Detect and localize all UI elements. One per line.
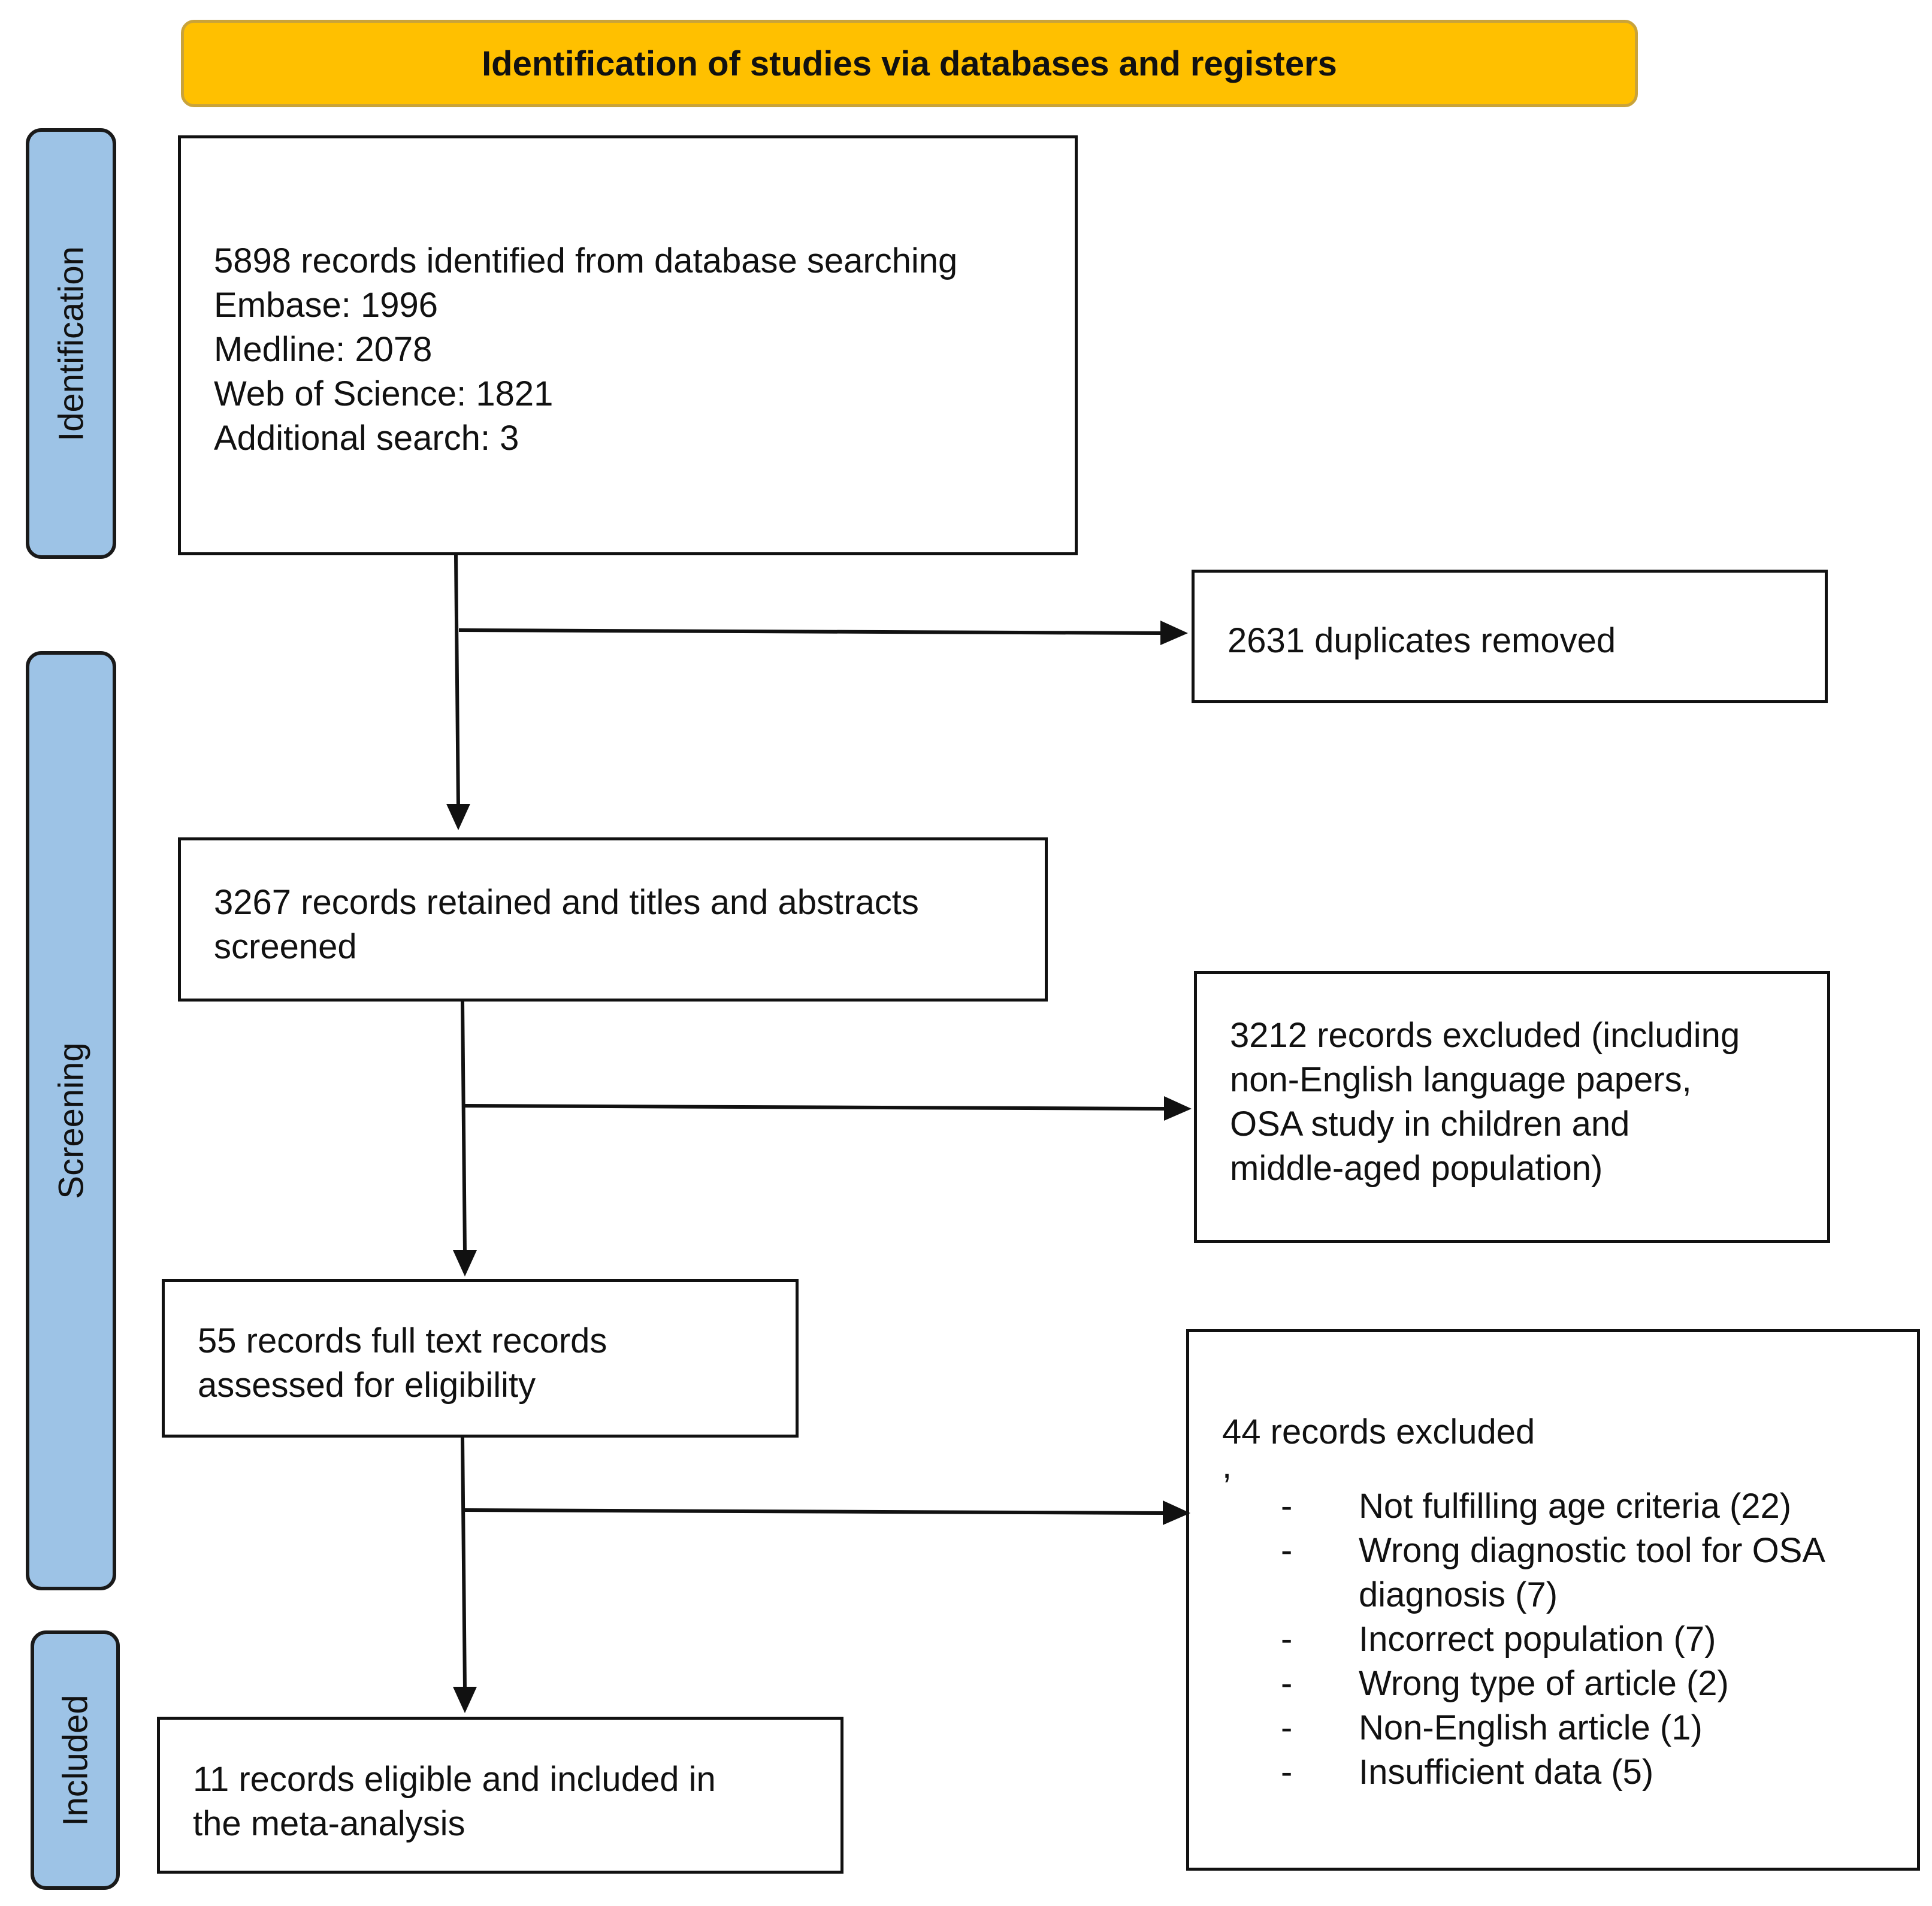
web-of-science-line: Web of Science: 1821 (214, 374, 554, 413)
phase-included: Included (31, 1630, 120, 1890)
arrowhead-right (1163, 1500, 1190, 1525)
list-dash: - (1281, 1487, 1293, 1526)
excluded-screening-line-1: 3212 records excluded (including (1230, 1016, 1740, 1055)
duplicates-removed-text: 2631 duplicates removed (1227, 621, 1616, 660)
excluded-screening-line-2: non-English language papers, (1230, 1060, 1692, 1099)
records-excluded-fulltext-box: 44 records excluded , - Not fulfilling a… (1186, 1329, 1920, 1871)
arrow-to-excluded-fulltext (463, 1508, 1166, 1515)
exclusion-reason-item: - Not fulfilling age criteria (22) (1222, 1484, 1917, 1529)
exclusion-reasons-list: - Not fulfilling age criteria (22) - Wro… (1222, 1484, 1917, 1795)
records-screened-line-1: 3267 records retained and titles and abs… (214, 883, 919, 922)
arrowhead-right (1160, 621, 1188, 645)
list-dash: - (1281, 1753, 1293, 1792)
list-dash: - (1281, 1531, 1293, 1570)
excluded-screening-line-3: OSA study in children and (1230, 1105, 1630, 1143)
included-line-1: 11 records eligible and included in (193, 1760, 716, 1799)
exclusion-reason-item: - Non-English article (1) (1222, 1706, 1917, 1750)
exclusion-reason-item: - Wrong diagnostic tool for OSA diagnosi… (1222, 1529, 1917, 1617)
arrow-identified-to-screened (454, 555, 460, 808)
reason-text: Not fulfilling age criteria (22) (1359, 1487, 1792, 1526)
fulltext-assessed-box: 55 records full text records assessed fo… (162, 1279, 799, 1438)
excluded-fulltext-heading: 44 records excluded (1222, 1412, 1535, 1451)
records-screened-box: 3267 records retained and titles and abs… (178, 837, 1048, 1002)
reason-text-continued: diagnosis (7) (1359, 1575, 1558, 1614)
records-identified-line: 5898 records identified from database se… (214, 241, 958, 280)
reason-text: Wrong type of article (2) (1359, 1664, 1729, 1703)
phase-identification: Identification (26, 128, 116, 559)
arrow-fulltext-to-included (461, 1437, 467, 1691)
reason-text: Insufficient data (5) (1359, 1753, 1654, 1792)
arrow-to-excluded-screening (464, 1104, 1166, 1111)
included-line-2: the meta-analysis (193, 1804, 465, 1843)
exclusion-reason-item: - Incorrect population (7) (1222, 1617, 1917, 1662)
additional-search-line: Additional search: 3 (214, 419, 519, 458)
stray-comma-mark: , (1222, 1447, 1232, 1486)
list-dash: - (1281, 1664, 1293, 1703)
fulltext-line-2: assessed for eligibility (198, 1366, 536, 1405)
arrowhead-down (453, 1687, 477, 1713)
banner-title: Identification of studies via databases … (482, 44, 1337, 83)
fulltext-line-1: 55 records full text records (198, 1321, 607, 1360)
records-screened-line-2: screened (214, 927, 357, 966)
arrow-to-duplicates (458, 628, 1163, 635)
phase-screening: Screening (26, 651, 116, 1590)
reason-text: Non-English article (1) (1359, 1708, 1703, 1747)
duplicates-removed-box: 2631 duplicates removed (1192, 570, 1828, 703)
arrow-screened-to-fulltext (461, 1001, 467, 1254)
exclusion-reason-item: - Wrong type of article (2) (1222, 1662, 1917, 1706)
list-dash: - (1281, 1708, 1293, 1747)
reason-text: Incorrect population (7) (1359, 1620, 1716, 1659)
arrowhead-down (453, 1250, 477, 1276)
arrowhead-right (1164, 1096, 1192, 1121)
exclusion-reason-item: - Insufficient data (5) (1222, 1750, 1917, 1795)
records-identified-box: 5898 records identified from database se… (178, 135, 1078, 555)
list-dash: - (1281, 1620, 1293, 1659)
reason-text: Wrong diagnostic tool for OSA (1359, 1531, 1826, 1570)
header-banner: Identification of studies via databases … (181, 20, 1638, 107)
embase-line: Embase: 1996 (214, 286, 439, 325)
medline-line: Medline: 2078 (214, 330, 433, 369)
records-included-box: 11 records eligible and included in the … (157, 1717, 843, 1874)
records-excluded-screening-box: 3212 records excluded (including non-Eng… (1194, 971, 1830, 1243)
excluded-screening-line-4: middle-aged population) (1230, 1149, 1603, 1188)
arrowhead-down (446, 804, 470, 830)
